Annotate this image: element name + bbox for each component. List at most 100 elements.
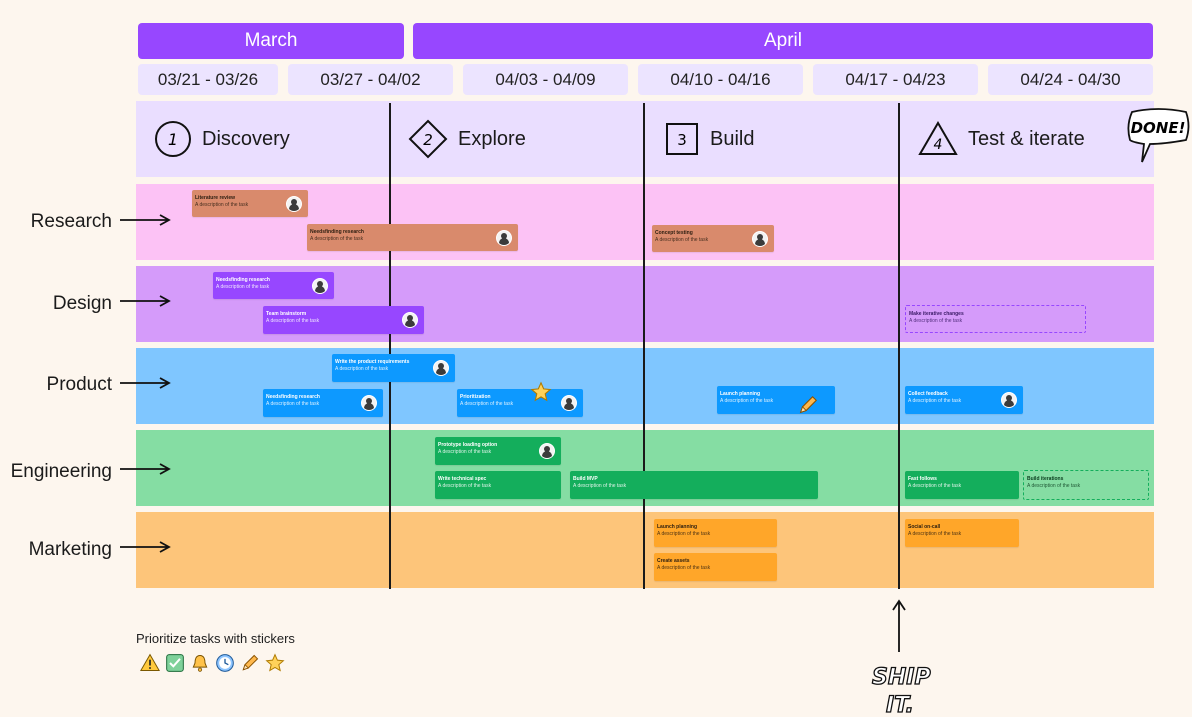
task-card-placeholder[interactable]: Build iterations A description of the ta…	[1023, 470, 1149, 500]
phase-label: Discovery	[202, 127, 290, 150]
task-description: A description of the task	[573, 483, 627, 489]
task-title: Needsfinding research	[310, 229, 364, 235]
week-header: 04/24 - 04/30	[988, 64, 1153, 95]
phase-label: Explore	[458, 127, 526, 150]
task-description: A description of the task	[438, 449, 492, 455]
task-card[interactable]: Needsfinding research A description of t…	[263, 389, 383, 417]
sticker-legend-caption: Prioritize tasks with stickers	[136, 631, 295, 646]
svg-text:IT.: IT.	[886, 693, 914, 716]
task-card[interactable]: Write technical spec A description of th…	[435, 471, 561, 499]
task-description: A description of the task	[657, 565, 711, 571]
svg-text:SHIP: SHIP	[872, 665, 931, 690]
arrow-right-icon	[120, 295, 171, 307]
phase-divider	[898, 103, 900, 589]
task-title: Write technical spec	[438, 476, 487, 482]
avatar	[1001, 392, 1017, 408]
lane-label-design: Design	[52, 293, 112, 314]
month-header-march: March	[138, 23, 404, 59]
task-title: Prioritization	[460, 394, 491, 400]
task-description: A description of the task	[1027, 483, 1081, 489]
clock-icon[interactable]	[215, 653, 235, 673]
task-description: A description of the task	[216, 284, 270, 290]
task-title: Concept testing	[655, 230, 693, 236]
task-card[interactable]: Launch planning A description of the tas…	[654, 519, 777, 547]
star-icon[interactable]	[265, 653, 285, 673]
svg-text:3: 3	[677, 131, 687, 149]
phase-band	[136, 101, 1154, 177]
phase-discovery: 1 Discovery	[154, 101, 290, 177]
task-title: Prototype loading option	[438, 442, 498, 448]
task-title: Write the product requirements	[335, 359, 410, 365]
task-description: A description of the task	[266, 401, 320, 407]
task-card[interactable]: Literature review A description of the t…	[192, 190, 308, 217]
arrow-right-icon	[120, 463, 171, 475]
week-header: 03/21 - 03/26	[138, 64, 278, 95]
lane-label-product: Product	[46, 374, 112, 395]
arrow-right-icon	[120, 214, 171, 226]
phase-label: Test & iterate	[968, 127, 1085, 150]
task-card[interactable]: Team brainstorm A description of the tas…	[263, 306, 424, 334]
warning-icon[interactable]	[140, 653, 160, 673]
phase-explore: 2 Explore	[408, 101, 526, 177]
task-description: A description of the task	[908, 531, 962, 537]
task-title: Launch planning	[720, 391, 760, 397]
avatar	[561, 395, 577, 411]
avatar	[752, 230, 768, 247]
avatar	[286, 195, 302, 212]
task-title: Make iterative changes	[909, 311, 964, 317]
task-description: A description of the task	[655, 237, 709, 243]
task-title: Needsfinding research	[216, 277, 270, 283]
diamond-number-icon: 2	[408, 119, 448, 159]
task-card[interactable]: Prioritization A description of the task	[457, 389, 583, 417]
task-description: A description of the task	[335, 366, 389, 372]
task-card[interactable]: Concept testing A description of the tas…	[652, 225, 774, 252]
task-card[interactable]: Collect feedback A description of the ta…	[905, 386, 1023, 414]
arrow-up-icon	[892, 599, 906, 652]
task-card[interactable]: Prototype loading option A description o…	[435, 437, 561, 465]
svg-text:4: 4	[934, 137, 943, 153]
task-title: Collect feedback	[908, 391, 948, 397]
task-card[interactable]: Write the product requirements A descrip…	[332, 354, 455, 382]
task-card[interactable]: Create assets A description of the task	[654, 553, 777, 581]
phase-divider	[643, 103, 645, 589]
task-card[interactable]: Social on-call A description of the task	[905, 519, 1019, 547]
avatar	[433, 360, 449, 376]
task-card[interactable]: Needsfinding research A description of t…	[307, 224, 518, 251]
task-title: Launch planning	[657, 524, 697, 530]
bell-icon[interactable]	[190, 653, 210, 673]
task-description: A description of the task	[908, 483, 962, 489]
phase-test-iterate: 4 Test & iterate	[918, 101, 1085, 177]
svg-text:2: 2	[423, 131, 433, 149]
week-header: 04/03 - 04/09	[463, 64, 628, 95]
task-card-placeholder[interactable]: Make iterative changes A description of …	[905, 305, 1086, 333]
star-sticker-icon[interactable]	[530, 381, 552, 403]
phase-label: Build	[710, 127, 755, 150]
lane-label-engineering: Engineering	[10, 461, 112, 482]
pencil-icon[interactable]	[240, 653, 260, 673]
arrow-right-icon	[120, 377, 171, 389]
task-card[interactable]: Needsfinding research A description of t…	[213, 272, 334, 299]
avatar	[539, 443, 555, 459]
pencil-sticker-icon[interactable]	[797, 394, 819, 416]
task-description: A description of the task	[720, 398, 774, 404]
avatar	[496, 229, 512, 246]
task-title: Fast follows	[908, 476, 937, 482]
phase-build: 3 Build	[664, 101, 754, 177]
svg-text:DONE!: DONE!	[1131, 119, 1186, 137]
month-header-april: April	[413, 23, 1153, 59]
week-header: 04/17 - 04/23	[813, 64, 978, 95]
week-header: 03/27 - 04/02	[288, 64, 453, 95]
task-description: A description of the task	[908, 398, 962, 404]
ship-it-annotation: SHIP IT.	[871, 664, 931, 716]
task-card[interactable]: Build MVP A description of the task	[570, 471, 818, 499]
task-description: A description of the task	[438, 483, 492, 489]
phase-divider	[389, 103, 391, 589]
avatar	[402, 312, 418, 328]
task-title: Social on-call	[908, 524, 941, 530]
triangle-number-icon: 4	[918, 121, 958, 155]
task-card[interactable]: Fast follows A description of the task	[905, 471, 1019, 499]
checkbox-icon[interactable]	[165, 653, 185, 673]
task-description: A description of the task	[266, 318, 320, 324]
avatar	[312, 277, 328, 294]
task-title: Team brainstorm	[266, 311, 307, 317]
